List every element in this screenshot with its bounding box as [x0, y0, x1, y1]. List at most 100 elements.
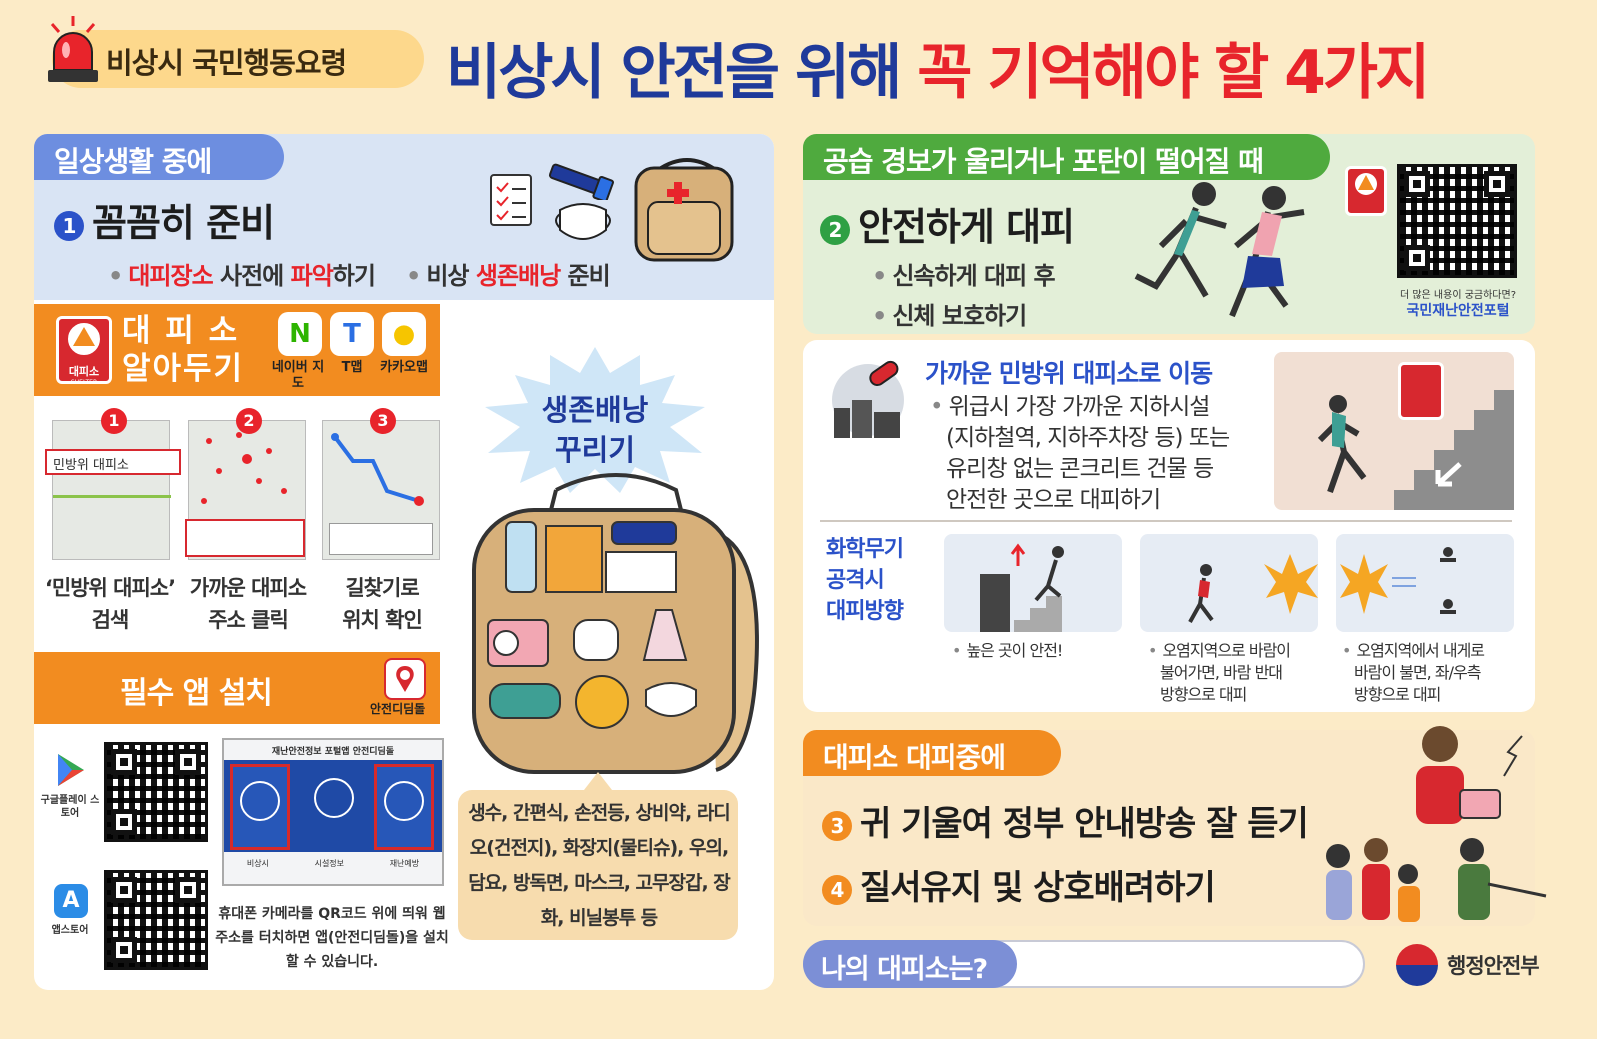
naver-map-label: 네이버 지도	[271, 360, 325, 391]
title-blue-part: 비상시 안전을 위해	[446, 38, 918, 108]
my-shelter-label: 나의 대피소는?	[803, 940, 1017, 988]
running-people-illustration	[1134, 182, 1305, 318]
shelter-emblem-icon	[68, 323, 100, 355]
install-note: 휴대폰 카메라를 QR코드 위에 띄워 웹주소를 터치하면 앱(안전디딤돌)을 …	[215, 906, 449, 970]
bombed-city-icon	[832, 360, 904, 438]
heading-prepare-text: 꼼꼼히 준비	[92, 201, 275, 245]
tag-air-raid: 공습 경보가 울리거나 포탄이 떨어질 때	[803, 134, 1330, 180]
kakao-map-label: 카카오맵	[380, 360, 428, 375]
number-badge-2: 2	[820, 214, 850, 245]
tmap-icon[interactable]: T	[330, 312, 374, 356]
flashlight-icon	[548, 163, 614, 200]
phone-button-facility	[304, 764, 364, 850]
bag-items-box	[458, 790, 738, 940]
mask-icon	[555, 203, 611, 240]
map-screenshot-route	[322, 420, 440, 560]
qr-code-disaster-portal[interactable]	[1397, 164, 1517, 278]
step-caption-1: ‘민방위 대피소’검색	[44, 576, 176, 632]
header-pill	[52, 30, 424, 88]
heading-evacuate: 2 안전하게 대피	[820, 196, 1075, 251]
search-box-mock: 민방위 대피소	[45, 449, 181, 475]
shelter-people-illustration	[1326, 726, 1547, 922]
map-screenshot-search: 민방위 대피소	[45, 420, 181, 560]
phone-mockup: 재난안전정보 포털앱 안전디딤돌 비상시 시설정보 재난예방	[222, 738, 444, 886]
step-badge-3: 3	[370, 408, 396, 434]
step-badge-2: 2	[236, 408, 262, 434]
chem-panel-high-ground	[944, 534, 1122, 632]
bullet-fast-evacuate: •신속하게 대피 후	[872, 262, 1056, 290]
tag-daily-life: 일상생활 중에	[34, 134, 284, 180]
phone-button-prevention	[374, 764, 434, 850]
phone-header: 재난안전정보 포털앱 안전디딤돌	[271, 747, 395, 757]
qr-code-google-play[interactable]	[104, 742, 208, 842]
app-install-title: 필수 앱 설치	[120, 676, 273, 711]
ministry-name: 행정안전부	[1447, 954, 1540, 978]
app-store-label: 앱스토어	[51, 925, 89, 936]
checklist-icon	[490, 174, 532, 226]
bullet-protect-body: •신체 보호하기	[872, 302, 1027, 330]
qr-code-app-store[interactable]	[104, 870, 208, 970]
number-badge-4: 4	[822, 874, 852, 905]
shelter-logo-small	[1345, 166, 1387, 216]
number-badge-3: 3	[822, 810, 852, 841]
shelter-logo-sub: SHELTER	[70, 379, 98, 386]
bag-items-text: 생수, 간편식, 손전등, 상비약, 라디오(건전지), 화장지(물티슈), 우…	[468, 802, 731, 929]
safety-app-icon[interactable]	[384, 658, 426, 700]
map-screenshot-address	[185, 420, 306, 560]
header-pill-text: 비상시 국민행동요령	[106, 46, 347, 80]
google-play-icon[interactable]	[54, 752, 88, 788]
shelter-title-line2: 알아두기	[122, 351, 245, 387]
government-emblem-icon	[1396, 944, 1438, 986]
qr-note: 더 많은 내용이 궁금하다면?	[1399, 290, 1517, 301]
shelter-logo-text: 대피소	[68, 365, 100, 378]
number-badge-1: 1	[54, 210, 84, 241]
move-title: 가까운 민방위 대피소로 이동	[925, 359, 1213, 388]
chem-caption-1: •높은 곳이 안전!	[952, 641, 1063, 660]
shelter-title-line1: 대 피 소	[122, 313, 240, 349]
starburst-shape	[485, 347, 705, 493]
bullet-survival-bag: •비상 생존배낭 준비	[406, 262, 611, 290]
stairs-shelter-logo	[1398, 362, 1444, 420]
tag-in-shelter: 대피소 대피중에	[803, 730, 1061, 776]
page-title: 비상시 안전을 위해 꼭 기억해야 할 4가지	[446, 24, 1430, 111]
siren-icon	[48, 16, 98, 82]
survival-backpack-illustration	[472, 473, 759, 774]
backpack-small-icon	[634, 158, 734, 262]
chem-panel-upwind	[1140, 534, 1318, 632]
heading-evacuate-text: 안전하게 대피	[858, 205, 1075, 249]
phone-tab-1: 비상시	[246, 859, 269, 868]
callout-pointer	[584, 772, 612, 790]
shelter-logo: 대피소 SHELTER	[56, 316, 112, 386]
disaster-portal-link[interactable]: 국민재난안전포털	[1406, 303, 1510, 319]
app-store-icon[interactable]: A	[54, 884, 88, 918]
move-line-1: •위급시 가장 가까운 지하시설	[930, 394, 1210, 420]
step-badge-1: 1	[101, 408, 127, 434]
heading-prepare: 1 꼼꼼히 준비	[54, 192, 275, 247]
bullet-shelter-check: •대피장소 사전에 파악하기	[108, 262, 376, 290]
phone-tab-2: 시설정보	[314, 859, 345, 868]
google-play-label: 구글플레이 스토어	[40, 795, 100, 819]
move-line-4: 안전한 곳으로 대피하기	[946, 487, 1161, 513]
tmap-label: T맵	[341, 360, 363, 375]
move-line-2: (지하철역, 지하주차장 등) 또는	[946, 425, 1230, 451]
phone-tab-3: 재난예방	[389, 859, 420, 868]
move-line-3: 유리창 없는 콘크리트 건물 등	[946, 456, 1214, 482]
safety-app-label: 안전디딤돌	[370, 702, 426, 716]
chem-panel-crosswind	[1336, 534, 1514, 632]
app-install-bar	[34, 652, 440, 724]
stairs-illustration	[1274, 352, 1514, 510]
kakao-map-icon[interactable]: ●	[382, 312, 426, 356]
title-red-part: 꼭 기억해야 할 4가지	[917, 38, 1430, 108]
divider	[820, 520, 1512, 522]
naver-map-icon[interactable]: N	[278, 312, 322, 356]
phone-button-emergency	[230, 764, 290, 850]
